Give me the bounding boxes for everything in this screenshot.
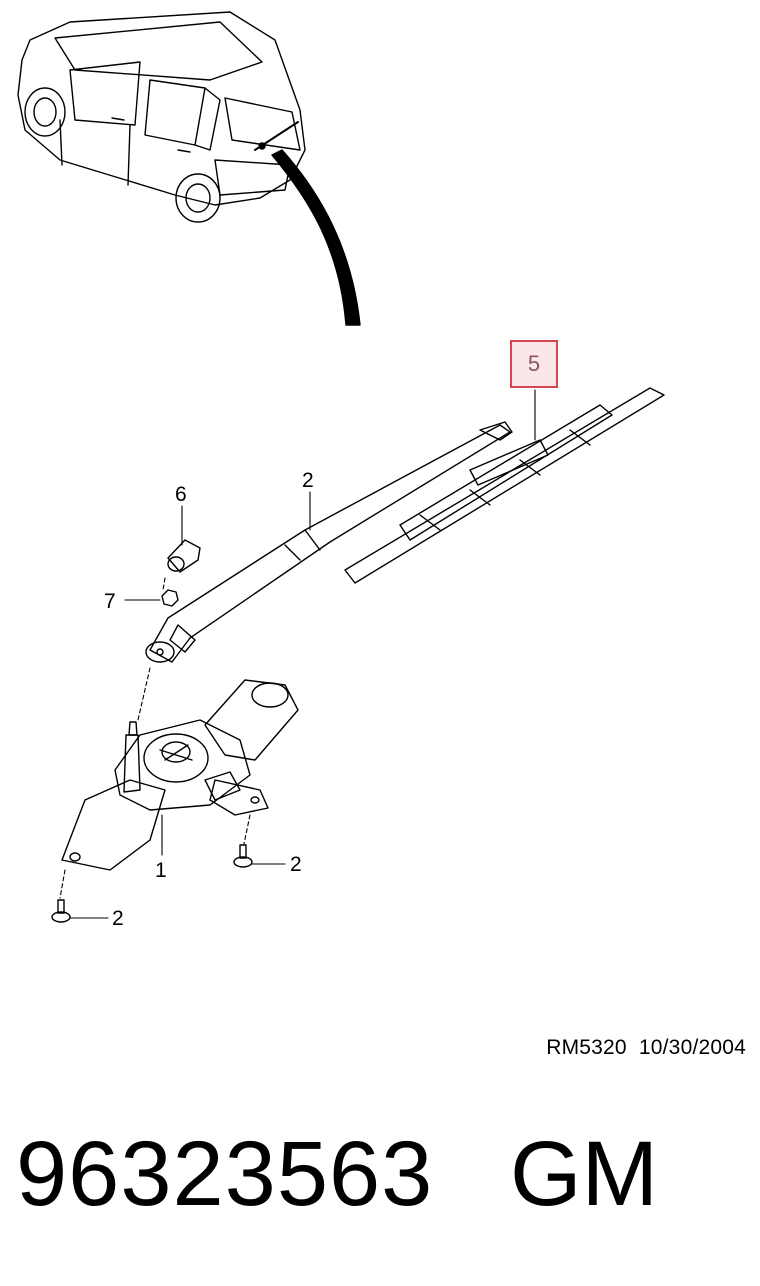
pivot-cap xyxy=(167,539,201,573)
car-illustration xyxy=(17,11,306,223)
drawing-reference: RM5320 10/30/2004 xyxy=(546,1036,746,1060)
pivot-nut xyxy=(161,589,179,607)
brand-label: GM xyxy=(510,1123,659,1225)
bolt-right xyxy=(233,844,253,868)
drawing-date: 10/30/2004 xyxy=(638,1036,746,1059)
leader-lines xyxy=(59,389,536,919)
location-pointer xyxy=(271,149,361,326)
callout-7: 7 xyxy=(104,590,116,613)
wiper-motor xyxy=(61,679,299,871)
callout-1: 1 xyxy=(155,859,167,882)
wiper-arm xyxy=(145,421,513,663)
exploded-parts-diagram xyxy=(17,11,665,923)
wiper-blade xyxy=(344,387,665,584)
part-number: 96323563 xyxy=(16,1123,434,1225)
bolt-left xyxy=(51,899,71,923)
callout-2-right: 2 xyxy=(290,853,302,876)
drawing-code: RM5320 xyxy=(546,1036,627,1059)
callout-2-left: 2 xyxy=(112,907,124,930)
callout-6: 6 xyxy=(175,483,187,506)
callout-4: 2 xyxy=(302,469,314,492)
callout-5-highlighted: 5 xyxy=(510,340,558,388)
